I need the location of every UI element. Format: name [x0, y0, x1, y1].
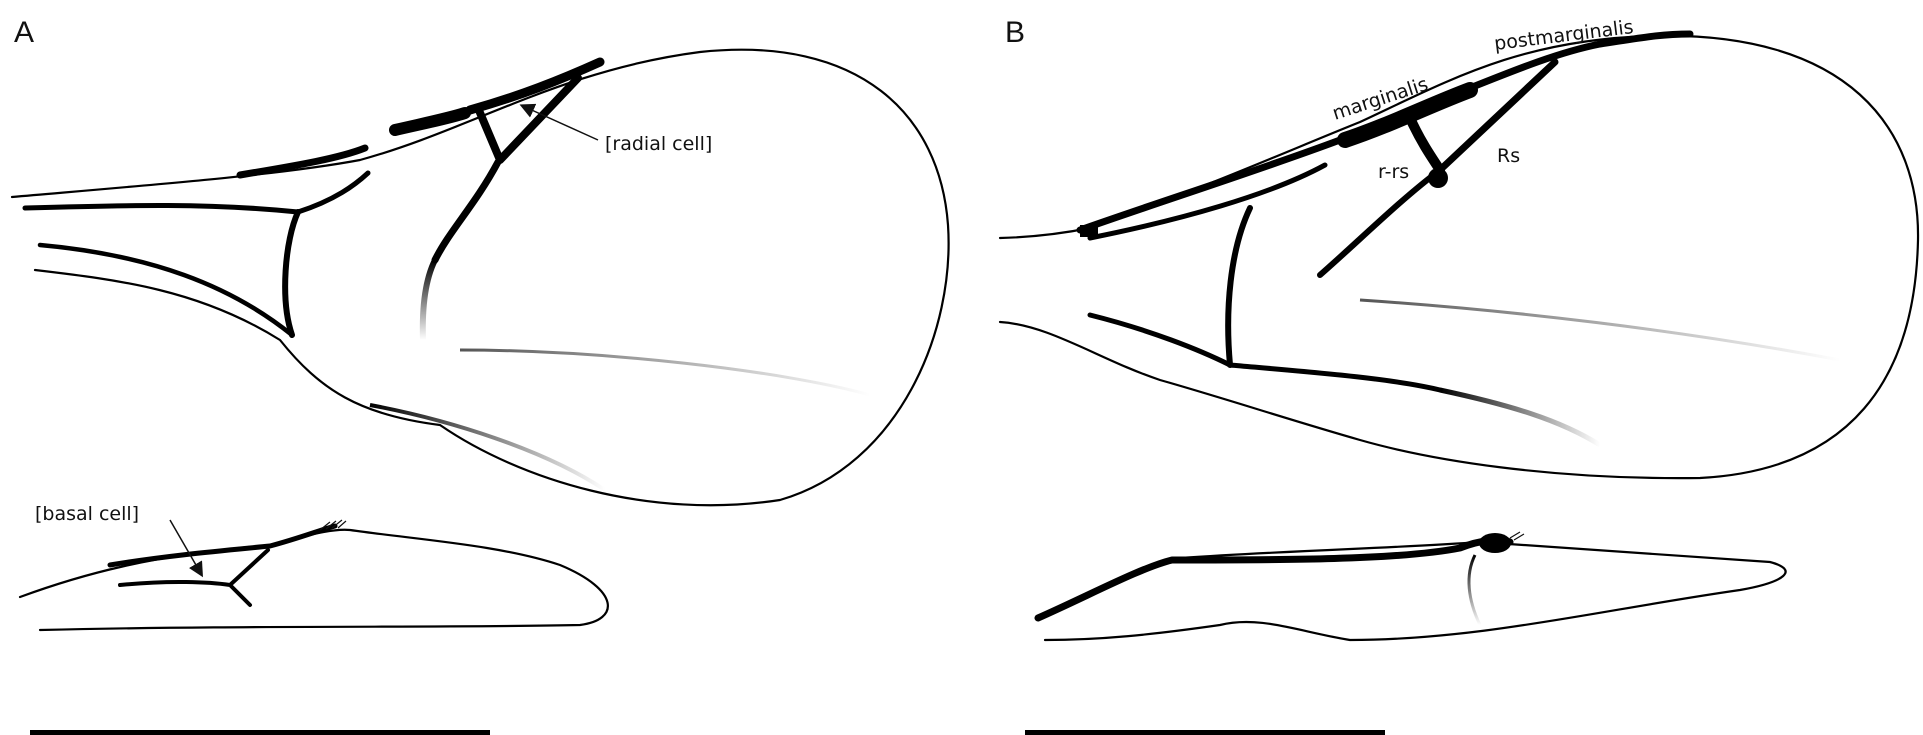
- forewing-a-rs-vein-faded: [423, 260, 435, 340]
- panel-a-hindwing: [basal cell]: [20, 503, 608, 630]
- hindwing-b-faded-vein: [1469, 555, 1480, 625]
- scale-bar-a: [30, 730, 490, 735]
- rs-label: Rs: [1497, 145, 1520, 167]
- forewing-b-rs-vein: [1320, 170, 1440, 275]
- hindwing-a-outline: [20, 530, 608, 630]
- panel-a: A [radial cell]: [12, 16, 949, 735]
- forewing-a-stigmal-vein: [470, 62, 600, 110]
- panel-b-forewing: marginalis postmarginalis r-rs Rs: [1000, 16, 1918, 478]
- hindwing-a-costal-vein: [110, 526, 335, 565]
- panel-b: B marginalis: [1000, 16, 1918, 735]
- forewing-a-posterior-vein: [40, 245, 292, 335]
- panel-b-label: B: [1005, 16, 1025, 49]
- forewing-b-subcosta-vein: [1090, 165, 1325, 238]
- hindwing-b-stigma: [1479, 533, 1511, 553]
- panel-a-forewing: [radial cell]: [12, 50, 949, 506]
- forewing-b-anal-vein-faded: [1440, 390, 1600, 445]
- hindwing-b-hamuli: [1510, 532, 1524, 540]
- panel-b-hindwing: [1038, 532, 1786, 640]
- basal-cell-pointer: [170, 520, 200, 572]
- forewing-b-posterior-vein: [1090, 315, 1440, 390]
- forewing-b-costa-vein: [1080, 140, 1340, 230]
- forewing-b-stigma-knob: [1428, 168, 1448, 188]
- radial-cell-annotation: [radial cell]: [605, 133, 712, 155]
- panel-a-label: A: [14, 16, 34, 49]
- forewing-a-rs-vein: [435, 162, 498, 260]
- basal-cell-annotation: [basal cell]: [35, 503, 139, 525]
- forewing-b-r-rs-vein: [1410, 118, 1440, 170]
- r-rs-label: r-rs: [1378, 161, 1409, 183]
- forewing-a-anal-vein-faded: [370, 405, 605, 490]
- postmarginalis-label: postmarginalis: [1493, 16, 1635, 55]
- forewing-a-basal-vein: [285, 212, 298, 335]
- scale-bar-b: [1025, 730, 1385, 735]
- forewing-b-median-vein-faded: [1360, 300, 1840, 360]
- forewing-a-median-vein-faded: [460, 350, 870, 395]
- forewing-b-basal-vein: [1228, 208, 1250, 365]
